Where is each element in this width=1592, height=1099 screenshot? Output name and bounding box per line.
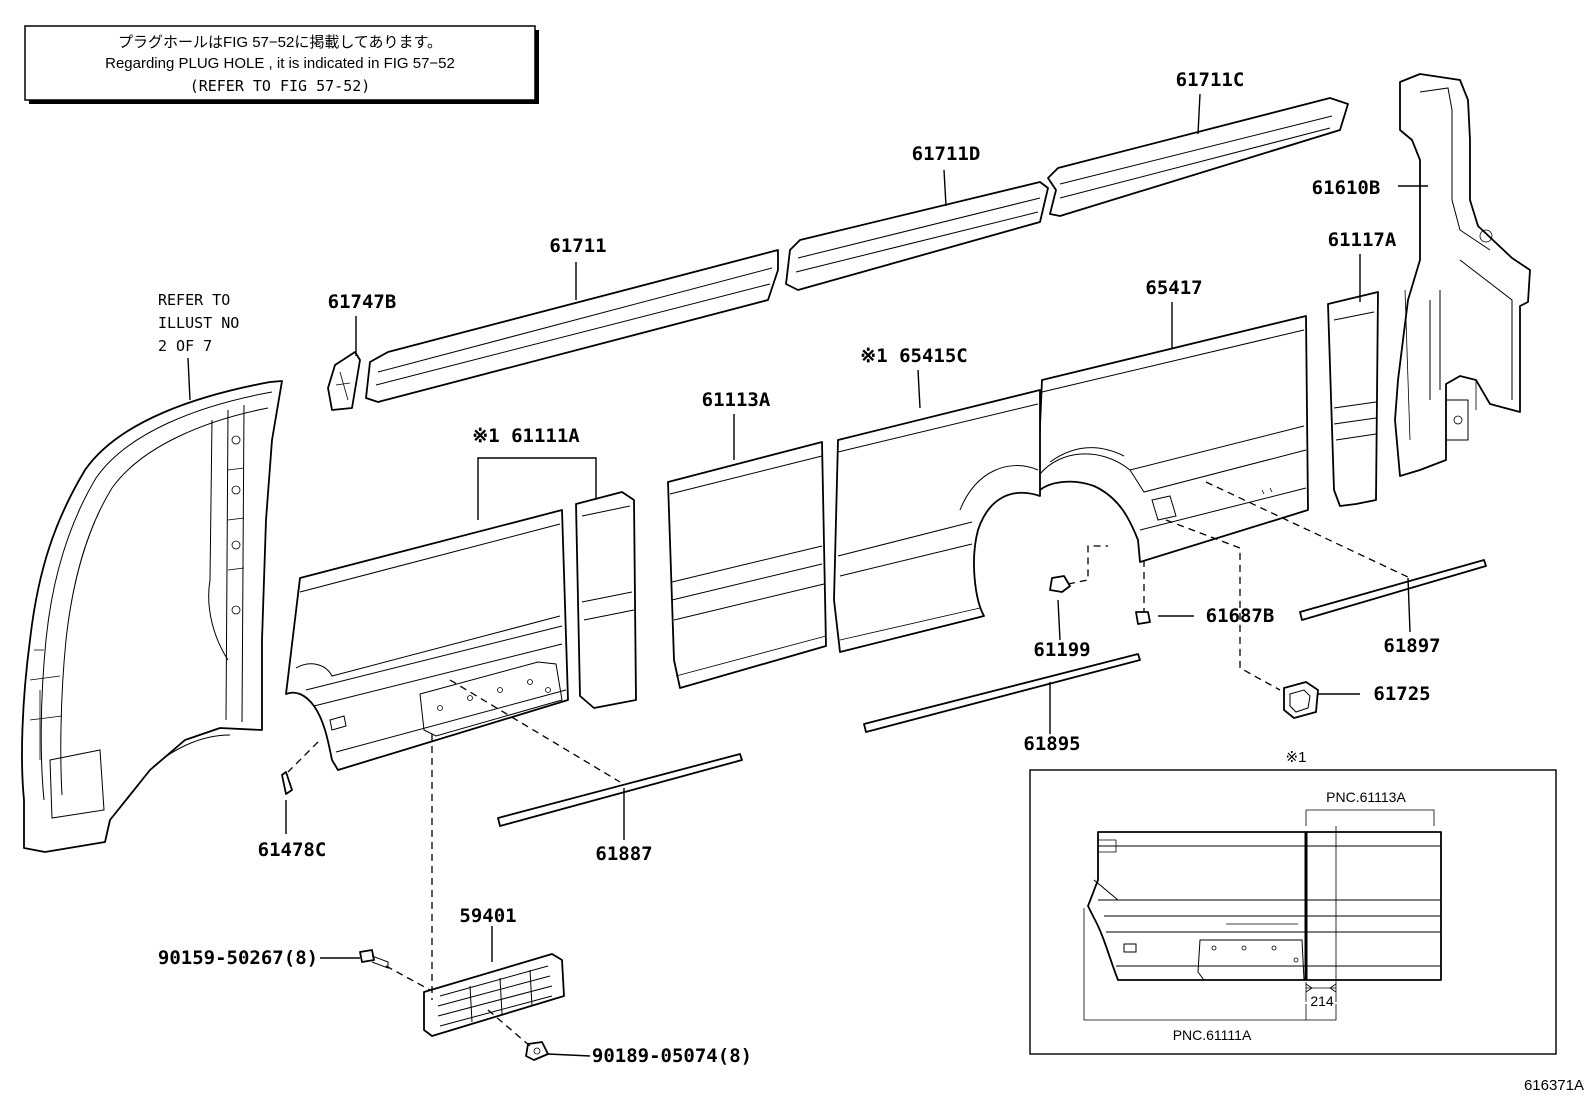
inset-detail-box: ※1 PNC.61113A 214 PNC.61111A [1029,749,1557,1055]
part-59401-shape [423,953,565,1037]
bolt-90159-shape [359,949,389,969]
part-61747B-shape [327,351,361,411]
label-61610B: 61610B [1312,177,1381,199]
inset-pnc-bottom: PNC.61111A [1173,1027,1252,1043]
part-61111A-strip-shape [575,491,637,709]
label-65417: 65417 [1145,277,1202,299]
part-61711C-shape [1047,97,1349,217]
part-61895-shape [863,653,1141,733]
label-61711D: 61711D [912,143,981,165]
part-61887-shape [497,753,743,827]
part-61117A-shape [1327,291,1379,507]
part-61711D-shape [785,181,1049,291]
label-61711C: 61711C [1176,69,1245,91]
refer-note-line3: 2 OF 7 [158,337,212,355]
refer-note-line2: ILLUST NO [158,314,239,332]
refer-note-line1: REFER TO [158,291,230,309]
part-61478C-shape [281,771,293,795]
label-61199: 61199 [1033,639,1090,661]
part-61687B-shape [1135,611,1151,625]
label-59401: 59401 [459,905,516,927]
label-61687B: 61687B [1206,605,1275,627]
label-61711: 61711 [549,235,606,257]
label-65415C: ※1 65415C [860,345,967,367]
label-90159: 90159-50267(8) [158,947,318,969]
inset-dimension: 214 [1310,993,1334,1009]
label-61747B: 61747B [328,291,397,313]
inset-marker: ※1 [1286,749,1307,766]
part-61725-shape [1283,681,1319,719]
header-note-line2: Regarding PLUG HOLE , it is indicated in… [105,55,455,72]
label-61117A: 61117A [1328,229,1397,251]
label-61113A: 61113A [702,389,771,411]
part-65417-shape [1037,315,1309,563]
label-61725: 61725 [1373,683,1430,705]
header-note-box: プラグホールはFIG 57−52に掲載してあります。 Regarding PLU… [24,25,539,104]
part-65415C-shape [833,389,1041,653]
header-note-line3: (REFER TO FIG 57-52) [190,77,371,95]
part-61711-shape [365,249,779,403]
label-61478C: 61478C [258,839,327,861]
part-61113A-shape [667,441,827,689]
part-61610B-shape [1394,73,1531,477]
part-61111A-shape [285,509,569,771]
label-61111A: ※1 61111A [472,425,580,447]
figure-id: 616371A [1524,1077,1584,1094]
inset-pnc-top: PNC.61113A [1326,789,1406,805]
part-61897-shape [1299,559,1487,621]
header-note-line1: プラグホールはFIG 57−52に掲載してあります。 [118,34,442,51]
part-61199-shape [1049,575,1071,593]
label-61887: 61887 [595,843,652,865]
nut-90189-shape [525,1041,549,1061]
label-90189: 90189-05074(8) [592,1045,752,1067]
refer-note: REFER TO ILLUST NO 2 OF 7 [158,291,239,355]
label-61895: 61895 [1023,733,1080,755]
front-body-frame [21,380,283,853]
label-61897: 61897 [1383,635,1440,657]
